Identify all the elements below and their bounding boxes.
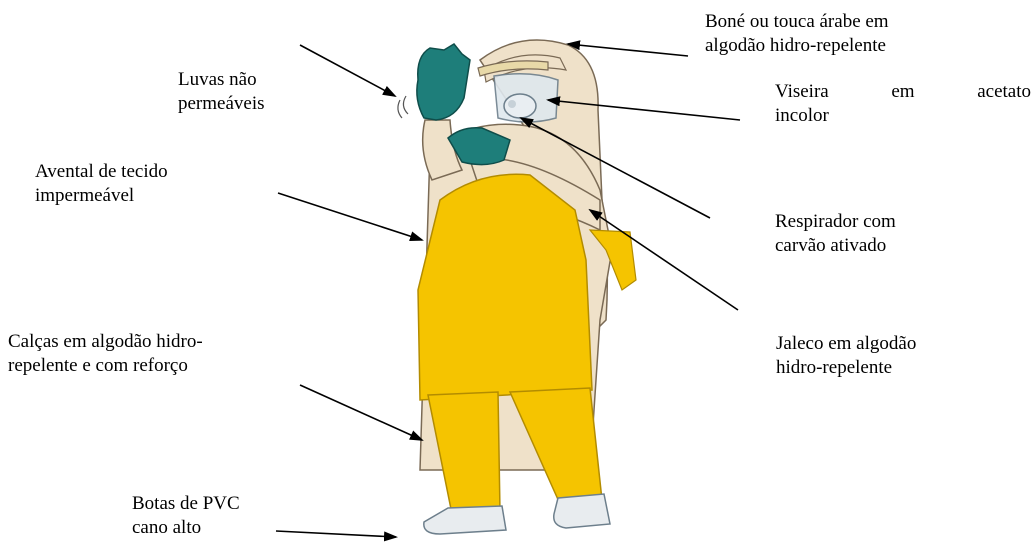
label-respirador-line1: Respirador com — [775, 210, 896, 234]
label-viseira-word1: Viseira — [775, 80, 829, 104]
label-bone-line2: algodão hidro-repelente — [705, 34, 889, 58]
label-respirador-line2: carvão ativado — [775, 234, 896, 258]
label-bone: Boné ou touca árabe em algodão hidro-rep… — [705, 10, 889, 58]
label-botas: Botas de PVC cano alto — [132, 492, 240, 540]
label-jaleco-line1: Jaleco em algodão — [776, 332, 916, 356]
arrow-bone — [568, 44, 688, 56]
label-botas-line1: Botas de PVC — [132, 492, 240, 516]
arrow-avental — [278, 193, 422, 240]
arrow-calcas — [300, 385, 422, 440]
arrow-botas — [276, 531, 396, 537]
label-bone-line1: Boné ou touca árabe em — [705, 10, 889, 34]
label-calcas-line2: repelente e com reforço — [8, 354, 203, 378]
label-luvas: Luvas não permeáveis — [178, 68, 265, 116]
label-calcas: Calças em algodão hidro- repelente e com… — [8, 330, 203, 378]
label-luvas-line2: permeáveis — [178, 92, 265, 116]
label-respirador: Respirador com carvão ativado — [775, 210, 896, 258]
label-calcas-line1: Calças em algodão hidro- — [8, 330, 203, 354]
label-viseira-word2: em — [891, 80, 914, 104]
label-viseira: Viseira em acetato incolor — [775, 80, 1031, 128]
respirator — [504, 94, 536, 118]
label-viseira-line2: incolor — [775, 104, 1031, 128]
label-luvas-line1: Luvas não — [178, 68, 265, 92]
label-viseira-word3: acetato — [977, 80, 1031, 104]
label-viseira-line1: Viseira em acetato — [775, 80, 1031, 104]
label-avental: Avental de tecido impermeável — [35, 160, 168, 208]
label-jaleco-line2: hidro-repelente — [776, 356, 916, 380]
label-botas-line2: cano alto — [132, 516, 240, 540]
label-avental-line1: Avental de tecido — [35, 160, 168, 184]
arrow-luvas — [300, 45, 395, 96]
label-avental-line2: impermeável — [35, 184, 168, 208]
label-jaleco: Jaleco em algodão hidro-repelente — [776, 332, 916, 380]
